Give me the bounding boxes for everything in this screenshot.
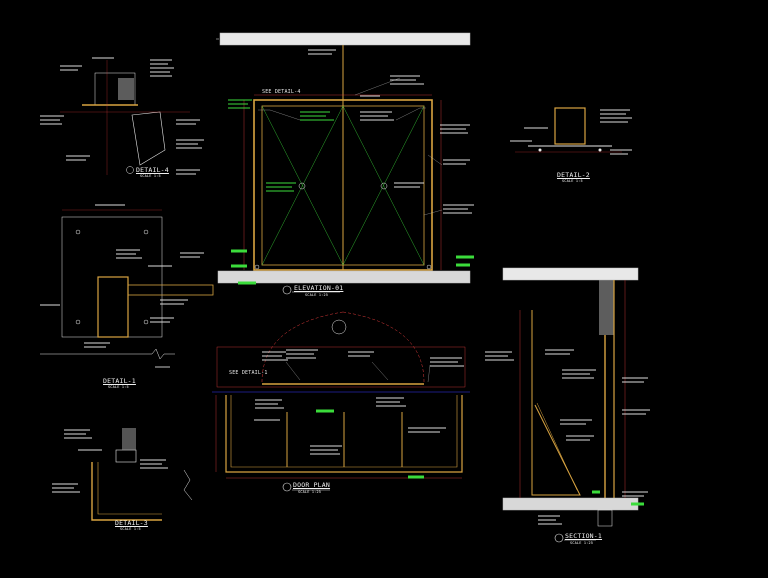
detail3-break: [183, 469, 193, 501]
center-pin-left: [298, 182, 306, 190]
leader-5: [354, 77, 401, 96]
see-detail-callout-top: SEE DETAIL-4: [262, 89, 301, 95]
plan-key-circle: [331, 319, 347, 335]
elevation-scale: SCALE 1:25: [305, 293, 329, 297]
pit-outline: [225, 395, 463, 473]
brace-left-2: [261, 105, 344, 266]
center-pin-right: [380, 182, 388, 190]
detail-4-scale: SCALE 1:5: [140, 174, 161, 178]
detail4-bracket: [131, 111, 166, 166]
detail1-bolt-3: [75, 319, 81, 325]
detail-3-drawing: [91, 428, 193, 521]
plan-leader-2: [371, 361, 389, 381]
section-wall-hatch: [599, 280, 614, 335]
leader-2: [395, 107, 426, 121]
detail2-bolt-l: [538, 148, 542, 152]
detail1-channel: [127, 284, 214, 296]
detail3-inner: [97, 462, 162, 515]
detail-2-scale: SCALE 1:5: [562, 179, 583, 183]
section-scale: SCALE 1:25: [570, 541, 594, 545]
door-swing-right: [342, 311, 425, 383]
section-pit: [597, 509, 613, 527]
section-title: SECTION-1: [565, 532, 603, 540]
elevation-title: ELEVATION-01: [294, 284, 344, 292]
section-ceiling-slab: [502, 267, 639, 281]
leader-4: [423, 209, 443, 216]
detail-1-scale: SCALE 1:5: [108, 385, 129, 389]
detail3-wall: [122, 428, 136, 450]
detail-1-drawing: [40, 209, 214, 360]
ceiling-slab: [219, 32, 471, 46]
detail-2-title: DETAIL-2: [557, 171, 590, 179]
hinge-bottom-left: [254, 264, 260, 270]
detail1-bolt-2: [143, 229, 149, 235]
detail4-plate: [118, 78, 134, 100]
plan-leader-1: [285, 361, 301, 381]
door-swing-left: [261, 311, 344, 383]
plan-outline: [216, 346, 466, 388]
plan-title-bubble: [282, 482, 292, 492]
detail3-channel: [91, 462, 162, 521]
section-floor-slab: [502, 497, 639, 511]
detail2-post: [554, 107, 586, 145]
detail1-wall-break: [40, 348, 175, 360]
detail-4-drawing: [60, 60, 190, 175]
see-detail-callout-plan: SEE DETAIL-1: [229, 370, 268, 376]
detail-3-title: DETAIL-3: [115, 519, 148, 527]
detail-3-scale: SCALE 1:5: [120, 527, 141, 531]
detail-1-title: DETAIL-1: [103, 377, 136, 385]
door-plan-drawing: [212, 311, 470, 492]
hinge-bottom-right: [426, 264, 432, 270]
detail1-tube: [97, 276, 129, 338]
detail-2-drawing: [515, 107, 622, 153]
detail2-bolt-r: [598, 148, 602, 152]
detail1-bolt-4: [143, 319, 149, 325]
elevation-drawing: [216, 32, 471, 295]
detail3-post: [115, 449, 137, 463]
brace-right-2: [342, 105, 425, 266]
section-title-bubble: [554, 533, 564, 543]
detail4-title-bubble: [126, 166, 134, 174]
elevation-title-bubble: [282, 285, 292, 295]
section-support-inner: [536, 402, 578, 491]
detail-4-title: DETAIL-4: [136, 166, 169, 174]
door-plan-scale: SCALE 1:25: [298, 490, 322, 494]
detail1-bolt-1: [75, 229, 81, 235]
floor-slab: [217, 270, 471, 284]
leader-1: [258, 109, 301, 121]
section-support: [531, 310, 581, 496]
leader-3: [427, 154, 443, 166]
section-drawing: [502, 267, 639, 543]
door-plan-title: DOOR PLAN: [293, 481, 331, 489]
plan-leader-3: [427, 364, 431, 383]
